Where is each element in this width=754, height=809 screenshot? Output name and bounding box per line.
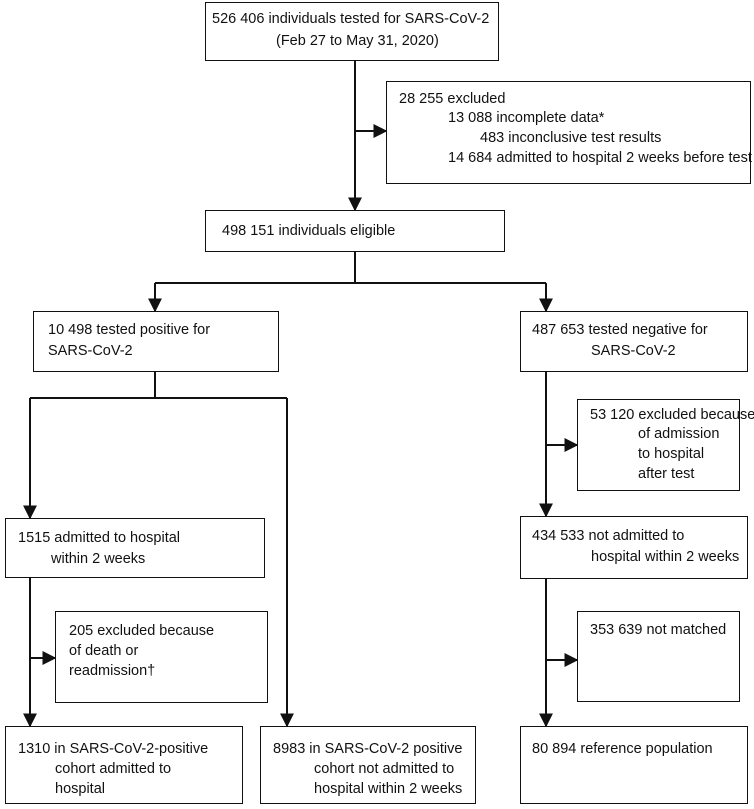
positive-line-2: SARS-CoV-2 bbox=[48, 343, 133, 359]
cohort-not-admitted-line-2: cohort not admitted to bbox=[314, 761, 455, 777]
positive-excluded-line-1: 205 excluded because bbox=[69, 623, 215, 639]
not-admitted-negative-line-1: 434 533 not admitted to bbox=[532, 528, 685, 544]
positive-box: 10 498 tested positive for SARS-CoV-2 bbox=[33, 311, 279, 372]
reference-box: 80 894 reference population bbox=[520, 726, 748, 804]
negative-excluded-line-2: of admission bbox=[638, 426, 720, 442]
negative-excluded-line-4: after test bbox=[638, 466, 695, 482]
reference-label: 80 894 reference population bbox=[532, 741, 713, 757]
eligible-box: 498 151 individuals eligible bbox=[205, 210, 505, 252]
cohort-not-admitted-box: 8983 in SARS-CoV-2 positive cohort not a… bbox=[260, 726, 476, 804]
negative-line-2: SARS-CoV-2 bbox=[591, 343, 676, 359]
positive-excluded-line-2: of death or bbox=[69, 643, 139, 659]
positive-excluded-box: 205 excluded because of death or readmis… bbox=[55, 611, 268, 703]
negative-line-1: 487 653 tested negative for bbox=[532, 322, 708, 338]
admitted-positive-line-2: within 2 weeks bbox=[51, 551, 146, 567]
admitted-positive-line-1: 1515 admitted to hospital bbox=[18, 530, 181, 546]
negative-excluded-line-3: to hospital bbox=[638, 446, 705, 462]
cohort-admitted-line-3: hospital bbox=[55, 781, 105, 797]
not-admitted-negative-box: 434 533 not admitted to hospital within … bbox=[520, 516, 748, 579]
not-admitted-negative-line-2: hospital within 2 weeks bbox=[591, 549, 740, 565]
eligible-label: 498 151 individuals eligible bbox=[222, 223, 396, 239]
not-matched-label: 353 639 not matched bbox=[590, 622, 727, 638]
cohort-not-admitted-line-1: 8983 in SARS-CoV-2 positive bbox=[273, 741, 463, 757]
admitted-positive-box: 1515 admitted to hospital within 2 weeks bbox=[5, 518, 265, 578]
cohort-not-admitted-line-3: hospital within 2 weeks bbox=[314, 781, 463, 797]
cohort-admitted-line-2: cohort admitted to bbox=[55, 761, 172, 777]
cohort-admitted-box: 1310 in SARS-CoV-2-positive cohort admit… bbox=[5, 726, 243, 804]
tested-line-1: 526 406 individuals tested for SARS-CoV-… bbox=[212, 11, 490, 27]
tested-line-2: (Feb 27 to May 31, 2020) bbox=[276, 33, 439, 49]
negative-excluded-line-1: 53 120 excluded because bbox=[590, 407, 754, 423]
not-matched-box: 353 639 not matched bbox=[577, 611, 740, 702]
excluded-admitted-before: 14 684 admitted to hospital 2 weeks befo… bbox=[448, 150, 752, 166]
excluded-initial-box: 28 255 excluded 13 088 incomplete data* … bbox=[386, 81, 752, 184]
negative-box: 487 653 tested negative for SARS-CoV-2 bbox=[520, 311, 748, 372]
cohort-admitted-line-1: 1310 in SARS-CoV-2-positive bbox=[18, 741, 209, 757]
excluded-incomplete-data: 13 088 incomplete data* bbox=[448, 110, 605, 126]
excluded-total: 28 255 excluded bbox=[399, 91, 506, 107]
excluded-inconclusive: 483 inconclusive test results bbox=[480, 130, 662, 146]
positive-excluded-line-3: readmission† bbox=[69, 663, 156, 679]
positive-line-1: 10 498 tested positive for bbox=[48, 322, 211, 338]
tested-box: 526 406 individuals tested for SARS-CoV-… bbox=[205, 2, 499, 61]
negative-excluded-box: 53 120 excluded because of admission to … bbox=[577, 399, 754, 491]
